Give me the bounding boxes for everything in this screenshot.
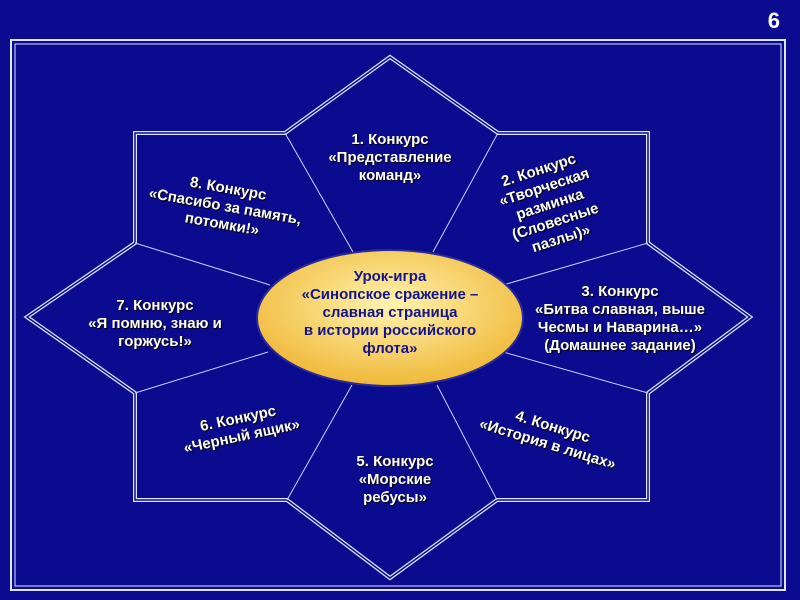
contest-line: «Морские xyxy=(358,471,432,488)
center-line: в истории российского xyxy=(303,322,477,339)
contest-line: «Представление xyxy=(328,149,452,166)
contest-line: (Домашнее задание) xyxy=(544,337,696,354)
center-line: славная страница xyxy=(322,304,458,321)
contest-line: 1. Конкурс xyxy=(351,131,429,148)
contest-line: «Я помню, знаю и xyxy=(88,315,222,332)
star-outline xyxy=(23,54,754,581)
contest-line: Чесмы и Наварина…» xyxy=(537,319,703,336)
contest-line: горжусь!» xyxy=(118,333,192,350)
contest-line: ребусы» xyxy=(363,489,427,506)
center-line: флота» xyxy=(362,340,418,357)
center-ellipse xyxy=(256,249,524,387)
slide-number: 6 xyxy=(767,8,780,33)
divider-lines xyxy=(134,132,649,501)
center-title: Урок-игра «Синопское сражение – славная … xyxy=(270,268,510,358)
contest-line: «Битва славная, выше xyxy=(534,301,706,318)
contest-line: 3. Конкурс xyxy=(581,283,659,300)
outer-frame xyxy=(10,39,786,591)
contest-line: 7. Конкурс xyxy=(116,297,194,314)
contest-line: 5. Конкурс xyxy=(356,453,434,470)
center-line: Урок-игра xyxy=(353,268,427,285)
center-line: «Синопское сражение – xyxy=(301,286,479,303)
contest-line: команд» xyxy=(358,167,422,184)
